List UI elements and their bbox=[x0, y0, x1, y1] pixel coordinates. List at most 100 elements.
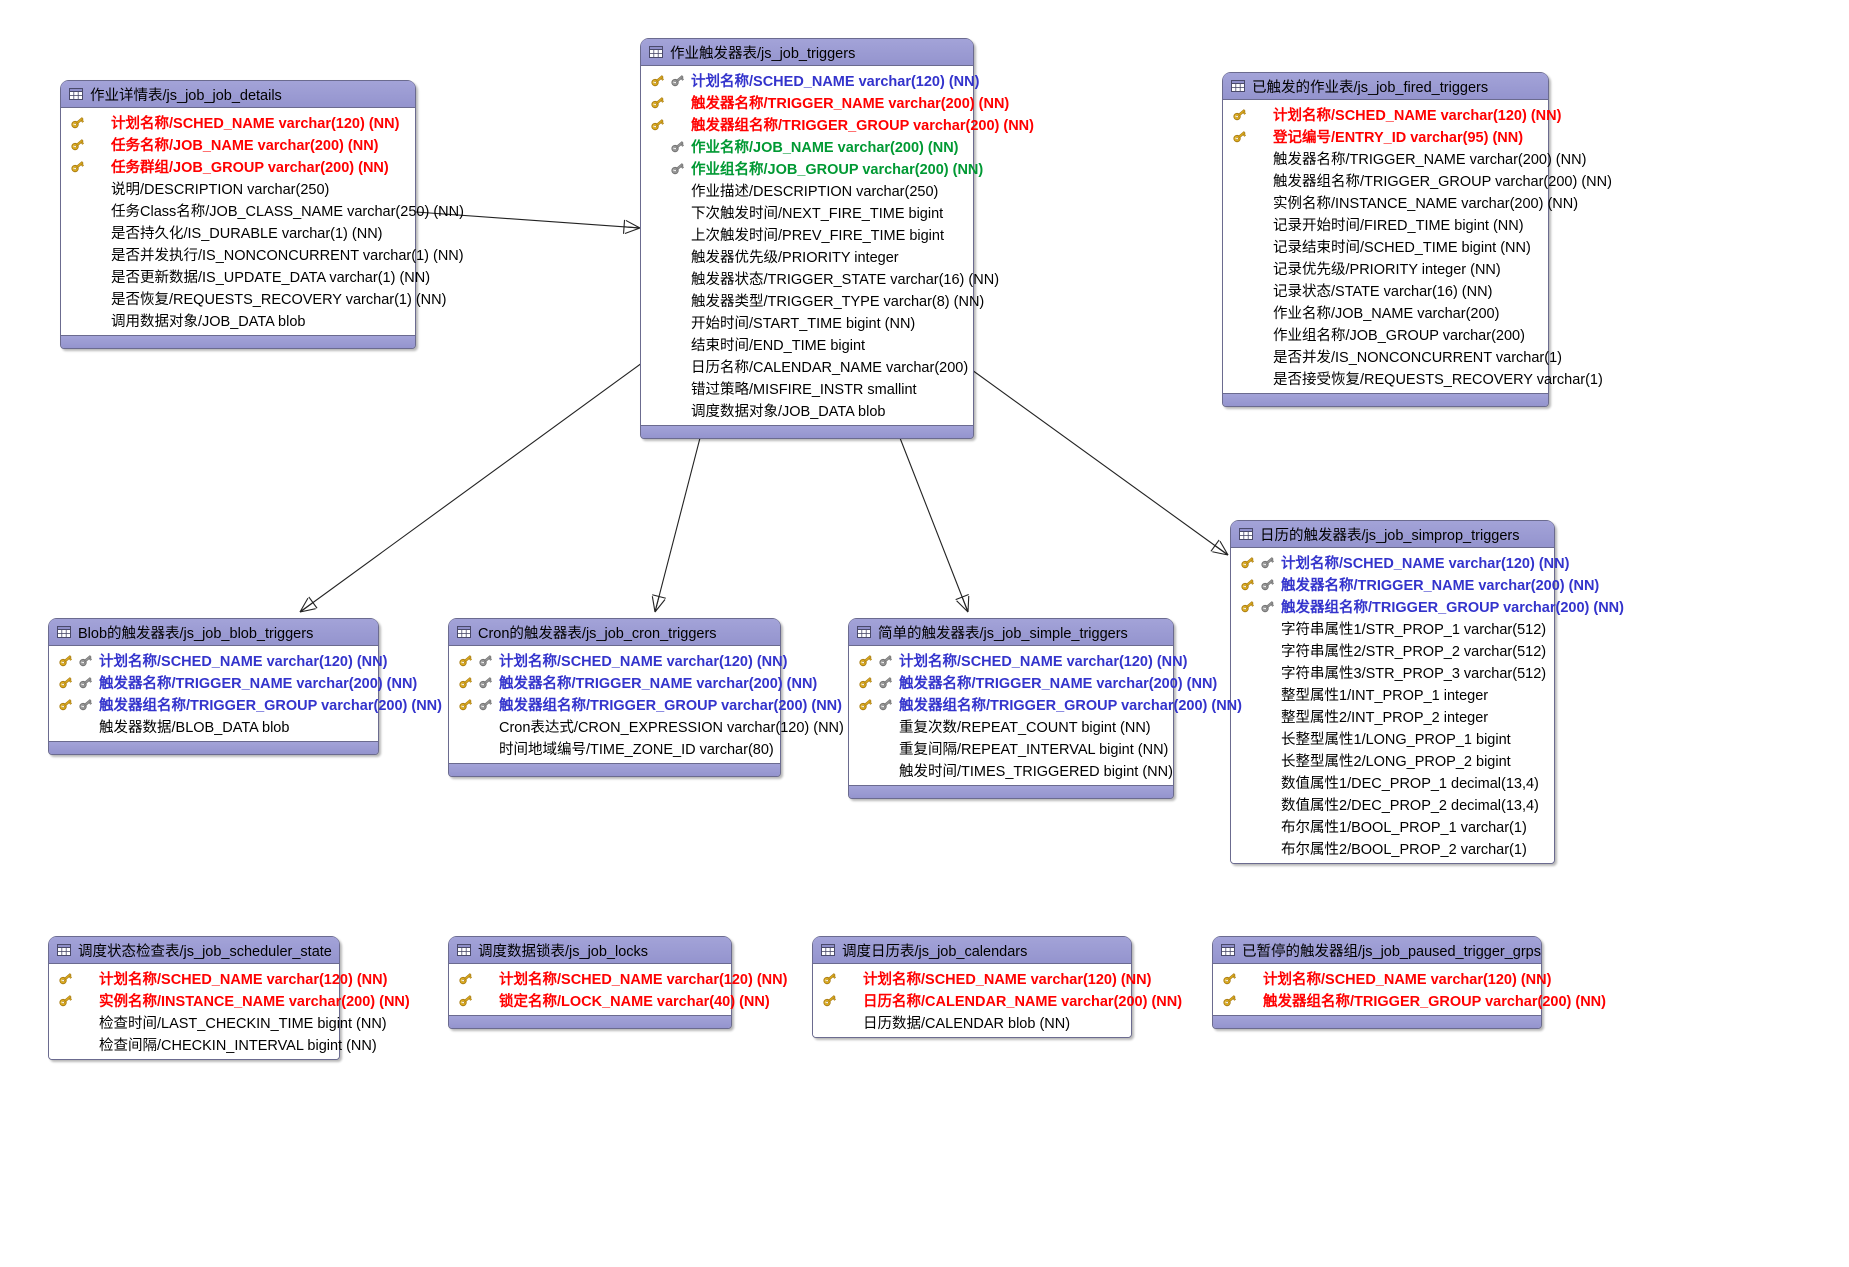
attribute-row[interactable]: 整型属性1/INT_PROP_1 integer bbox=[1231, 683, 1554, 705]
attribute-row[interactable]: 作业组名称/JOB_GROUP varchar(200) bbox=[1223, 323, 1548, 345]
attribute-row[interactable]: 计划名称/SCHED_NAME varchar(120) (NN) bbox=[641, 69, 979, 91]
attribute-row[interactable]: 计划名称/SCHED_NAME varchar(120) (NN) bbox=[1223, 103, 1561, 125]
attribute-row[interactable]: 计划名称/SCHED_NAME varchar(120) (NN) bbox=[49, 649, 387, 671]
entity-header-cron_triggers[interactable]: Cron的触发器表/js_job_cron_triggers bbox=[449, 619, 780, 646]
attribute-row[interactable]: 触发器优先级/PRIORITY integer bbox=[641, 245, 973, 267]
attribute-row[interactable]: 记录结束时间/SCHED_TIME bigint (NN) bbox=[1223, 235, 1548, 257]
entity-header-calendars[interactable]: 调度日历表/js_job_calendars bbox=[813, 937, 1131, 964]
attribute-row[interactable]: 计划名称/SCHED_NAME varchar(120) (NN) bbox=[449, 967, 787, 989]
attribute-row[interactable]: 开始时间/START_TIME bigint (NN) bbox=[641, 311, 973, 333]
attribute-row[interactable]: 计划名称/SCHED_NAME varchar(120) (NN) bbox=[449, 649, 787, 671]
attribute-row[interactable]: 是否并发执行/IS_NONCONCURRENT varchar(1) (NN) bbox=[61, 243, 464, 265]
attribute-row[interactable]: 实例名称/INSTANCE_NAME varchar(200) (NN) bbox=[49, 989, 410, 1011]
attribute-row[interactable]: 触发器名称/TRIGGER_NAME varchar(200) (NN) bbox=[849, 671, 1217, 693]
attribute-row[interactable]: 布尔属性1/BOOL_PROP_1 varchar(1) bbox=[1231, 815, 1554, 837]
attribute-row[interactable]: 是否恢复/REQUESTS_RECOVERY varchar(1) (NN) bbox=[61, 287, 446, 309]
entity-simple_triggers[interactable]: 简单的触发器表/js_job_simple_triggers 计划名称/SCHED… bbox=[848, 618, 1242, 799]
attribute-row[interactable]: 触发器组名称/TRIGGER_GROUP varchar(200) (NN) bbox=[49, 693, 442, 715]
attribute-row[interactable]: 上次触发时间/PREV_FIRE_TIME bigint bbox=[641, 223, 973, 245]
attribute-row[interactable]: 触发器组名称/TRIGGER_GROUP varchar(200) (NN) bbox=[1223, 169, 1612, 191]
attribute-row[interactable]: 作业名称/JOB_NAME varchar(200) (NN) bbox=[641, 135, 973, 157]
attribute-row[interactable]: 记录开始时间/FIRED_TIME bigint (NN) bbox=[1223, 213, 1548, 235]
attribute-row[interactable]: 检查间隔/CHECKIN_INTERVAL bigint (NN) bbox=[49, 1033, 377, 1055]
attribute-row[interactable]: 字符串属性3/STR_PROP_3 varchar(512) bbox=[1231, 661, 1554, 683]
attribute-row[interactable]: 触发器组名称/TRIGGER_GROUP varchar(200) (NN) bbox=[641, 113, 1034, 135]
attribute-row[interactable]: 触发器组名称/TRIGGER_GROUP varchar(200) (NN) bbox=[1231, 595, 1624, 617]
attribute-row[interactable]: 检查时间/LAST_CHECKIN_TIME bigint (NN) bbox=[49, 1011, 387, 1033]
entity-fired_triggers[interactable]: 已触发的作业表/js_job_fired_triggers 计划名称/SCHED_… bbox=[1222, 72, 1612, 407]
attribute-row[interactable]: 下次触发时间/NEXT_FIRE_TIME bigint bbox=[641, 201, 973, 223]
attribute-row[interactable]: 作业名称/JOB_NAME varchar(200) bbox=[1223, 301, 1548, 323]
attribute-row[interactable]: 是否并发/IS_NONCONCURRENT varchar(1) bbox=[1223, 345, 1562, 367]
entity-blob_triggers[interactable]: Blob的触发器表/js_job_blob_triggers 计划名称/SCHED… bbox=[48, 618, 442, 755]
attribute-row[interactable]: 触发器组名称/TRIGGER_GROUP varchar(200) (NN) bbox=[1213, 989, 1606, 1011]
attribute-row[interactable]: 数值属性1/DEC_PROP_1 decimal(13,4) bbox=[1231, 771, 1554, 793]
attribute-row[interactable]: 触发器状态/TRIGGER_STATE varchar(16) (NN) bbox=[641, 267, 999, 289]
attribute-row[interactable]: 计划名称/SCHED_NAME varchar(120) (NN) bbox=[849, 649, 1187, 671]
attribute-row[interactable]: 重复次数/REPEAT_COUNT bigint (NN) bbox=[849, 715, 1173, 737]
entity-header-blob_triggers[interactable]: Blob的触发器表/js_job_blob_triggers bbox=[49, 619, 378, 646]
attribute-row[interactable]: 计划名称/SCHED_NAME varchar(120) (NN) bbox=[1231, 551, 1569, 573]
attribute-row[interactable]: 整型属性2/INT_PROP_2 integer bbox=[1231, 705, 1554, 727]
attribute-row[interactable]: 触发器名称/TRIGGER_NAME varchar(200) (NN) bbox=[449, 671, 817, 693]
attribute-row[interactable]: 是否更新数据/IS_UPDATE_DATA varchar(1) (NN) bbox=[61, 265, 430, 287]
attribute-row[interactable]: 数值属性2/DEC_PROP_2 decimal(13,4) bbox=[1231, 793, 1554, 815]
attribute-row[interactable]: 是否持久化/IS_DURABLE varchar(1) (NN) bbox=[61, 221, 415, 243]
entity-calendars[interactable]: 调度日历表/js_job_calendars 计划名称/SCHED_NAME va… bbox=[812, 936, 1182, 1038]
attribute-row[interactable]: 字符串属性1/STR_PROP_1 varchar(512) bbox=[1231, 617, 1554, 639]
attribute-row[interactable]: 触发时间/TIMES_TRIGGERED bigint (NN) bbox=[849, 759, 1173, 781]
entity-header-job_triggers[interactable]: 作业触发器表/js_job_triggers bbox=[641, 39, 973, 66]
attribute-row[interactable]: 触发器类型/TRIGGER_TYPE varchar(8) (NN) bbox=[641, 289, 984, 311]
attribute-row[interactable]: 实例名称/INSTANCE_NAME varchar(200) (NN) bbox=[1223, 191, 1578, 213]
attribute-row[interactable]: 错过策略/MISFIRE_INSTR smallint bbox=[641, 377, 973, 399]
attribute-row[interactable]: 长整型属性1/LONG_PROP_1 bigint bbox=[1231, 727, 1554, 749]
attribute-row[interactable]: 触发器数据/BLOB_DATA blob bbox=[49, 715, 378, 737]
attribute-row[interactable]: 调用数据对象/JOB_DATA blob bbox=[61, 309, 415, 331]
attribute-row[interactable]: 触发器组名称/TRIGGER_GROUP varchar(200) (NN) bbox=[449, 693, 842, 715]
attribute-row[interactable]: 任务名称/JOB_NAME varchar(200) (NN) bbox=[61, 133, 415, 155]
attribute-row[interactable]: 记录优先级/PRIORITY integer (NN) bbox=[1223, 257, 1548, 279]
entity-simprop_triggers[interactable]: 日历的触发器表/js_job_simprop_triggers 计划名称/SCHE… bbox=[1230, 520, 1624, 864]
entity-header-scheduler_state[interactable]: 调度状态检查表/js_job_scheduler_state bbox=[49, 937, 339, 964]
entity-header-locks[interactable]: 调度数据锁表/js_job_locks bbox=[449, 937, 731, 964]
attribute-row[interactable]: 结束时间/END_TIME bigint bbox=[641, 333, 973, 355]
attribute-row[interactable]: 触发器名称/TRIGGER_NAME varchar(200) (NN) bbox=[49, 671, 417, 693]
attribute-row[interactable]: 重复间隔/REPEAT_INTERVAL bigint (NN) bbox=[849, 737, 1173, 759]
entity-job_triggers[interactable]: 作业触发器表/js_job_triggers 计划名称/SCHED_NAME va… bbox=[640, 38, 1034, 439]
attribute-row[interactable]: 触发器名称/TRIGGER_NAME varchar(200) (NN) bbox=[1223, 147, 1586, 169]
attribute-row[interactable]: 字符串属性2/STR_PROP_2 varchar(512) bbox=[1231, 639, 1554, 661]
attribute-row[interactable]: 作业描述/DESCRIPTION varchar(250) bbox=[641, 179, 973, 201]
attribute-row[interactable]: 计划名称/SCHED_NAME varchar(120) (NN) bbox=[61, 111, 415, 133]
entity-locks[interactable]: 调度数据锁表/js_job_locks 计划名称/SCHED_NAME varch… bbox=[448, 936, 787, 1029]
entity-cron_triggers[interactable]: Cron的触发器表/js_job_cron_triggers 计划名称/SCHED… bbox=[448, 618, 844, 777]
attribute-row[interactable]: 锁定名称/LOCK_NAME varchar(40) (NN) bbox=[449, 989, 770, 1011]
attribute-row[interactable]: 计划名称/SCHED_NAME varchar(120) (NN) bbox=[49, 967, 387, 989]
attribute-row[interactable]: 说明/DESCRIPTION varchar(250) bbox=[61, 177, 415, 199]
attribute-row[interactable]: 作业组名称/JOB_GROUP varchar(200) (NN) bbox=[641, 157, 983, 179]
entity-header-simprop_triggers[interactable]: 日历的触发器表/js_job_simprop_triggers bbox=[1231, 521, 1554, 548]
attribute-row[interactable]: 任务Class名称/JOB_CLASS_NAME varchar(250) (N… bbox=[61, 199, 464, 221]
entity-header-simple_triggers[interactable]: 简单的触发器表/js_job_simple_triggers bbox=[849, 619, 1173, 646]
attribute-row[interactable]: 登记编号/ENTRY_ID varchar(95) (NN) bbox=[1223, 125, 1548, 147]
attribute-row[interactable]: 调度数据对象/JOB_DATA blob bbox=[641, 399, 973, 421]
attribute-row[interactable]: 日历名称/CALENDAR_NAME varchar(200) (NN) bbox=[813, 989, 1182, 1011]
entity-header-paused_trigger_grps[interactable]: 已暂停的触发器组/js_job_paused_trigger_grps bbox=[1213, 937, 1541, 964]
attribute-row[interactable]: 触发器组名称/TRIGGER_GROUP varchar(200) (NN) bbox=[849, 693, 1242, 715]
attribute-row[interactable]: 触发器名称/TRIGGER_NAME varchar(200) (NN) bbox=[1231, 573, 1599, 595]
attribute-row[interactable]: 时间地域编号/TIME_ZONE_ID varchar(80) bbox=[449, 737, 780, 759]
attribute-row[interactable]: 计划名称/SCHED_NAME varchar(120) (NN) bbox=[813, 967, 1151, 989]
attribute-row[interactable]: 触发器名称/TRIGGER_NAME varchar(200) (NN) bbox=[641, 91, 1009, 113]
attribute-row[interactable]: 是否接受恢复/REQUESTS_RECOVERY varchar(1) bbox=[1223, 367, 1603, 389]
entity-header-job_details[interactable]: 作业详情表/js_job_job_details bbox=[61, 81, 415, 108]
entity-scheduler_state[interactable]: 调度状态检查表/js_job_scheduler_state 计划名称/SCHED… bbox=[48, 936, 410, 1060]
attribute-row[interactable]: 任务群组/JOB_GROUP varchar(200) (NN) bbox=[61, 155, 415, 177]
attribute-row[interactable]: 记录状态/STATE varchar(16) (NN) bbox=[1223, 279, 1548, 301]
entity-paused_trigger_grps[interactable]: 已暂停的触发器组/js_job_paused_trigger_grps 计划名称/… bbox=[1212, 936, 1606, 1029]
attribute-row[interactable]: 计划名称/SCHED_NAME varchar(120) (NN) bbox=[1213, 967, 1551, 989]
attribute-row[interactable]: 长整型属性2/LONG_PROP_2 bigint bbox=[1231, 749, 1554, 771]
entity-job_details[interactable]: 作业详情表/js_job_job_details 计划名称/SCHED_NAME … bbox=[60, 80, 464, 349]
attribute-row[interactable]: Cron表达式/CRON_EXPRESSION varchar(120) (NN… bbox=[449, 715, 844, 737]
attribute-row[interactable]: 日历数据/CALENDAR blob (NN) bbox=[813, 1011, 1131, 1033]
entity-header-fired_triggers[interactable]: 已触发的作业表/js_job_fired_triggers bbox=[1223, 73, 1548, 100]
attribute-row[interactable]: 日历名称/CALENDAR_NAME varchar(200) bbox=[641, 355, 973, 377]
